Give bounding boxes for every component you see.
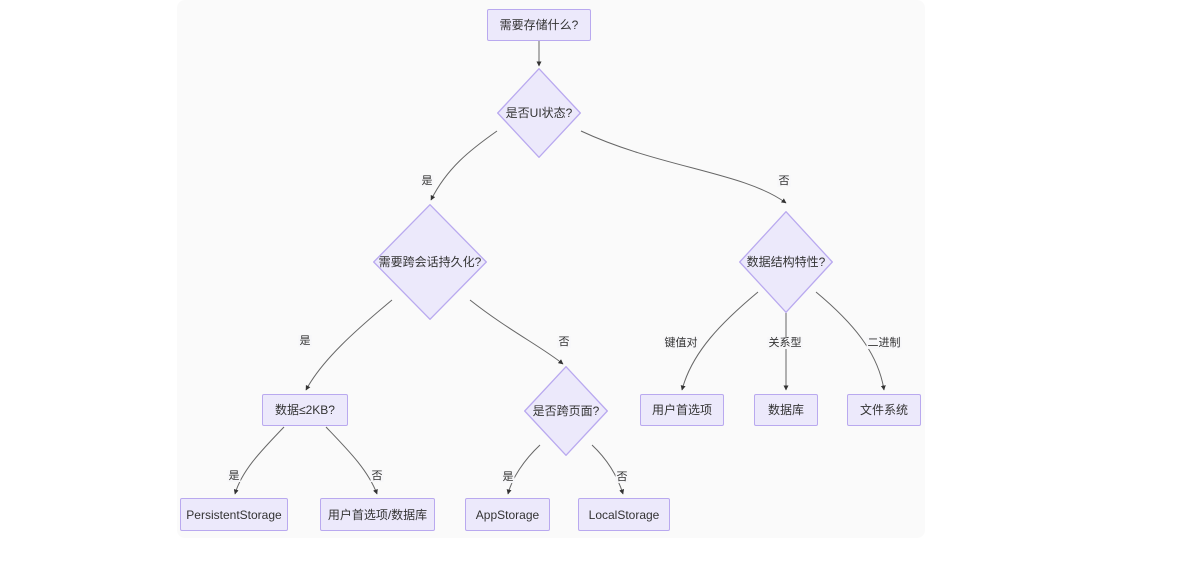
node-n8[interactable]: 数据库	[754, 394, 818, 426]
edge-label-n2-n4: 否	[777, 174, 791, 188]
edge-label-n4-n8: 关系型	[767, 336, 803, 350]
node-n2-label: 是否UI状态?	[505, 106, 573, 120]
node-n12-label: AppStorage	[475, 507, 540, 522]
edge-label-n4-n7: 键值对	[663, 336, 699, 350]
node-n3[interactable]: 需要跨会话持久化?	[373, 204, 487, 320]
edge-label-n5-n10: 是	[227, 469, 241, 483]
edge-label-n6-n13: 否	[615, 470, 629, 484]
node-n7[interactable]: 用户首选项	[640, 394, 724, 426]
node-n4[interactable]: 数据结构特性?	[739, 211, 833, 313]
node-n10[interactable]: PersistentStorage	[180, 498, 288, 531]
node-n6-shape	[524, 366, 608, 456]
node-n12[interactable]: AppStorage	[465, 498, 550, 531]
node-n2[interactable]: 是否UI状态?	[497, 68, 581, 158]
edge-n6-n12	[506, 444, 541, 495]
node-n8-label: 数据库	[767, 403, 804, 417]
node-n2-shape	[497, 68, 581, 158]
node-n5[interactable]: 数据≤2KB?	[262, 394, 348, 426]
edge-n4-n9	[815, 291, 886, 391]
edge-label-n5-n11: 否	[370, 469, 384, 483]
edge-n4-n7	[680, 291, 759, 391]
node-n4-shape	[739, 211, 833, 313]
node-n11[interactable]: 用户首选项/数据库	[320, 498, 435, 531]
edge-label-n3-n5: 是	[298, 334, 312, 348]
edge-n3-n6	[469, 299, 564, 365]
edge-n5-n11	[325, 426, 378, 495]
node-n4-label: 数据结构特性?	[746, 255, 826, 269]
edge-n3-n5	[305, 299, 393, 391]
edge-n6-n13	[591, 444, 625, 495]
node-n9-label: 文件系统	[859, 403, 908, 417]
node-n5-label: 数据≤2KB?	[275, 403, 335, 417]
node-n3-label: 需要跨会话持久化?	[378, 255, 482, 269]
edge-label-n2-n3: 是	[420, 174, 434, 188]
node-n3-shape	[373, 204, 487, 320]
node-n9[interactable]: 文件系统	[847, 394, 921, 426]
edge-n2-n3	[430, 130, 498, 201]
edge-label-n3-n6: 否	[557, 335, 571, 349]
node-n6[interactable]: 是否跨页面?	[524, 366, 608, 456]
node-n1-label: 需要存储什么?	[499, 18, 579, 32]
node-n13[interactable]: LocalStorage	[578, 498, 670, 531]
node-n1[interactable]: 需要存储什么?	[487, 9, 591, 41]
edge-n5-n10	[233, 426, 285, 495]
edge-label-n4-n9: 二进制	[866, 336, 902, 350]
node-n13-label: LocalStorage	[588, 507, 660, 522]
node-n6-label: 是否跨页面?	[532, 404, 600, 418]
node-n7-label: 用户首选项	[651, 403, 712, 417]
node-n11-label: 用户首选项/数据库	[327, 507, 428, 522]
edge-label-n6-n12: 是	[501, 470, 515, 484]
edge-n2-n4	[580, 130, 787, 204]
node-n10-label: PersistentStorage	[186, 507, 282, 522]
